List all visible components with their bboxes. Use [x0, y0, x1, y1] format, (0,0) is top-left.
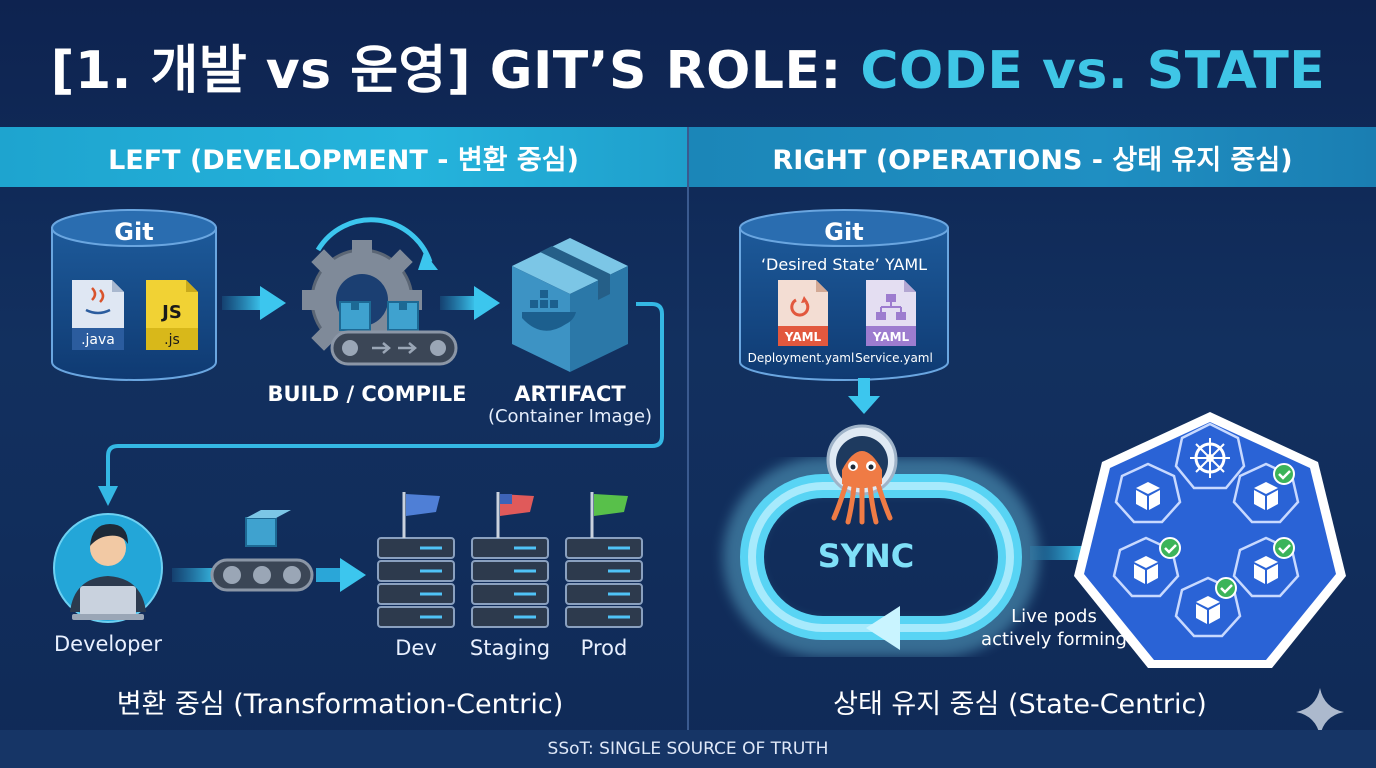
service-file-label: Service.yaml: [855, 351, 933, 365]
yaml-badge-deployment: YAML: [784, 330, 822, 344]
laptop-icon: [72, 586, 144, 620]
artifact-sub-label: (Container Image): [480, 406, 660, 427]
deploy-conveyor-icon: [212, 510, 312, 590]
footer-bar: SSoT: SINGLE SOURCE OF TRUTH: [0, 730, 1376, 768]
live-pods-label-line2: actively forming: [981, 629, 1127, 650]
arrow-to-environments: [316, 558, 366, 592]
conveyor-icon: [332, 332, 456, 364]
deployment-file-label: Deployment.yaml: [748, 351, 855, 365]
argo-octopus-icon: [828, 426, 896, 522]
artifact-label: ARTIFACT: [490, 382, 650, 406]
js-badge-label: JS: [160, 302, 182, 323]
left-git-label: Git: [114, 218, 153, 246]
flag-prod-icon: [592, 492, 628, 538]
build-compile-label: BUILD / COMPILE: [262, 382, 472, 406]
package-box-icon: [512, 238, 628, 372]
env-staging-label: Staging: [460, 636, 560, 660]
developer-label: Developer: [38, 632, 178, 656]
yaml-badge-service: YAML: [872, 330, 910, 344]
server-rack-dev-icon: [378, 538, 454, 627]
flag-dev-icon: [404, 492, 440, 538]
flag-staging-icon: [498, 492, 534, 538]
server-rack-staging-icon: [472, 538, 548, 627]
env-prod-label: Prod: [564, 636, 644, 660]
footer-text: SSoT: SINGLE SOURCE OF TRUTH: [548, 739, 829, 759]
sync-label: SYNC: [818, 537, 914, 575]
js-file-label: .js: [164, 332, 180, 348]
java-file-label: .java: [81, 332, 115, 348]
desired-state-label: ‘Desired State’ YAML: [761, 255, 927, 274]
arrow-git-to-build: [222, 286, 286, 320]
server-rack-prod-icon: [566, 538, 642, 627]
arrow-git-to-sync: [848, 378, 880, 414]
right-caption: 상태 유지 중심 (State-Centric): [760, 682, 1280, 721]
live-pods-label-line1: Live pods: [1011, 606, 1097, 627]
arrow-build-to-artifact: [440, 286, 500, 320]
env-dev-label: Dev: [376, 636, 456, 660]
sparkle-icon: [1296, 688, 1344, 736]
right-git-label: Git: [824, 218, 863, 246]
left-caption: 변환 중심 (Transformation-Centric): [60, 682, 620, 721]
